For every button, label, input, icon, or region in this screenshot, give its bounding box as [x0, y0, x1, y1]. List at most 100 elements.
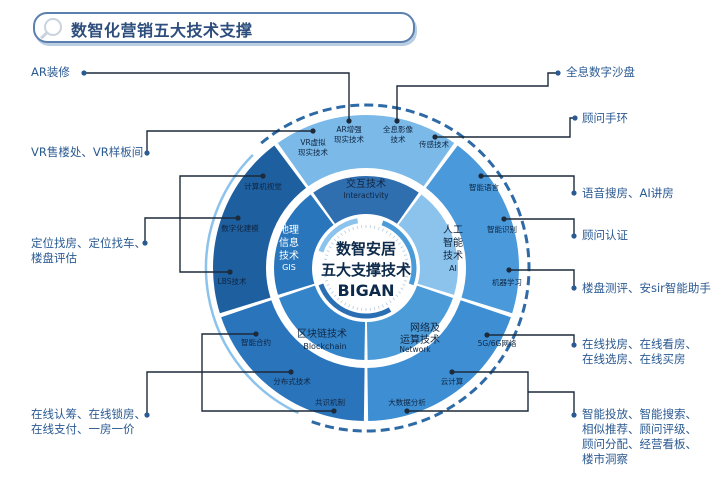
connector-dot	[572, 115, 578, 121]
pillar-network-1: 网络及	[410, 321, 440, 334]
center-tick	[356, 225, 359, 229]
item-smart-contract: 智能合约	[241, 337, 271, 347]
center-tick	[336, 297, 340, 301]
item-holo-2: 技术	[391, 134, 406, 144]
separator-ring	[268, 170, 464, 366]
center-tick	[400, 246, 404, 249]
app-smart-2: 相似推荐、顾问评级、	[582, 422, 697, 436]
app-smart-4: 楼市洞察	[582, 452, 628, 466]
center-line3: BIGAN	[337, 281, 394, 300]
inner-sector-blockchain	[279, 285, 366, 360]
connector-dot	[571, 233, 577, 239]
outer-segment-interactivity	[277, 114, 455, 187]
connector-dot	[432, 134, 438, 140]
pillar-gis-2: 信息	[279, 236, 299, 249]
center-tick	[373, 225, 376, 229]
item-vr: VR虚拟	[300, 137, 326, 147]
item-holo: 全息影像	[383, 124, 413, 134]
center-tick	[373, 307, 376, 311]
center-tick	[392, 297, 396, 301]
connector-dot	[346, 118, 352, 124]
outer-segment-blockchain	[221, 300, 365, 421]
app-smart-1: 智能投放、智能搜索、	[582, 407, 697, 421]
connector-line	[487, 334, 575, 345]
item-modeling: 数字化建模	[221, 223, 259, 233]
connector-dot	[144, 150, 150, 156]
connector-dot	[449, 369, 455, 375]
item-sensor: 传感技术	[419, 139, 449, 149]
center-tick	[330, 242, 334, 245]
item-ai-language: 智能语言	[469, 182, 499, 192]
pillar-network-2: 运算技术	[400, 333, 440, 346]
connector-dot	[260, 173, 266, 179]
connector-line	[481, 175, 575, 193]
app-online-2: 在线选房、在线买房	[582, 352, 686, 366]
connector-line	[509, 269, 575, 288]
page-title: 数智化营销五大技术支撑	[71, 21, 253, 40]
center-tick	[324, 279, 329, 282]
item-cloud: 云计算	[441, 376, 464, 386]
connector-dot	[404, 408, 410, 414]
pillar-interactivity: 交互技术	[346, 177, 386, 190]
center-tick	[344, 302, 347, 306]
pillar-ai-4: AI	[449, 264, 457, 273]
pillar-ai-2: 智能	[443, 236, 463, 249]
connector-dot	[555, 70, 561, 76]
app-online-sign-1: 在线认筹、在线锁房、	[31, 407, 146, 421]
connector-dot	[571, 412, 577, 418]
connector-dot	[81, 70, 87, 76]
connector-line	[84, 72, 350, 121]
center-tick	[326, 283, 330, 286]
app-smart-3: 顾问分配、经营看板、	[582, 437, 697, 451]
inner-sector-network	[366, 285, 453, 360]
center-tick	[323, 258, 327, 261]
pillar-blockchain-en: Blockchain	[303, 342, 346, 351]
center-tick	[389, 300, 392, 304]
item-bigdata: 大数据分析	[388, 397, 426, 407]
center-tick	[392, 235, 396, 239]
center-tick	[377, 226, 380, 231]
connector-dot	[501, 216, 507, 222]
pillar-gis-4: GIS	[282, 263, 296, 272]
center-tick	[385, 302, 388, 306]
outer-dashed-ring	[260, 103, 531, 433]
connector-dot	[331, 408, 337, 414]
center-accent-arc-2	[318, 283, 392, 319]
inner-sector-interactivity	[313, 176, 419, 224]
item-ai-recognition: 智能识别	[487, 224, 517, 234]
outer-segment-gis	[213, 145, 307, 314]
center-tick	[385, 230, 388, 234]
connector-dot	[235, 215, 241, 221]
connector-dot	[506, 267, 512, 273]
pillar-interactivity-en: Interactivity	[343, 191, 389, 200]
pillar-ai-1: 人工	[443, 224, 463, 236]
title-bar: 数智化营销五大技术支撑	[33, 12, 415, 43]
center-tick	[402, 283, 406, 286]
connector-line	[179, 175, 263, 273]
connector-dot	[478, 173, 484, 179]
center-tick	[400, 287, 404, 290]
item-consensus: 共识机制	[315, 397, 345, 407]
connector-dot	[310, 128, 316, 134]
outer-segment-ai	[425, 145, 519, 314]
app-holo-sandbox: 全息数字沙盘	[566, 65, 635, 79]
item-vr-2: 现实技术	[298, 147, 328, 157]
center-tick	[326, 250, 330, 253]
center-tick	[348, 304, 351, 308]
center-tick	[336, 235, 340, 239]
center-tick	[403, 279, 408, 282]
center-tick	[324, 254, 329, 257]
center-tick	[395, 294, 399, 298]
item-distributed: 分布式技术	[273, 376, 311, 386]
center-tick	[352, 226, 355, 231]
app-vr: VR售楼处、VR样板间	[31, 145, 144, 159]
center-tick	[333, 238, 337, 242]
connector-dot	[253, 331, 259, 337]
app-eval: 楼盘测评、安sir智能助手	[582, 281, 711, 295]
item-cv: 计算机视觉	[244, 181, 282, 191]
center-line1: 数智安居	[336, 240, 396, 258]
app-voice: 语音搜房、AI讲房	[582, 186, 674, 200]
connector-line	[528, 391, 575, 415]
center-tick	[328, 287, 332, 290]
center-tick	[403, 254, 408, 257]
